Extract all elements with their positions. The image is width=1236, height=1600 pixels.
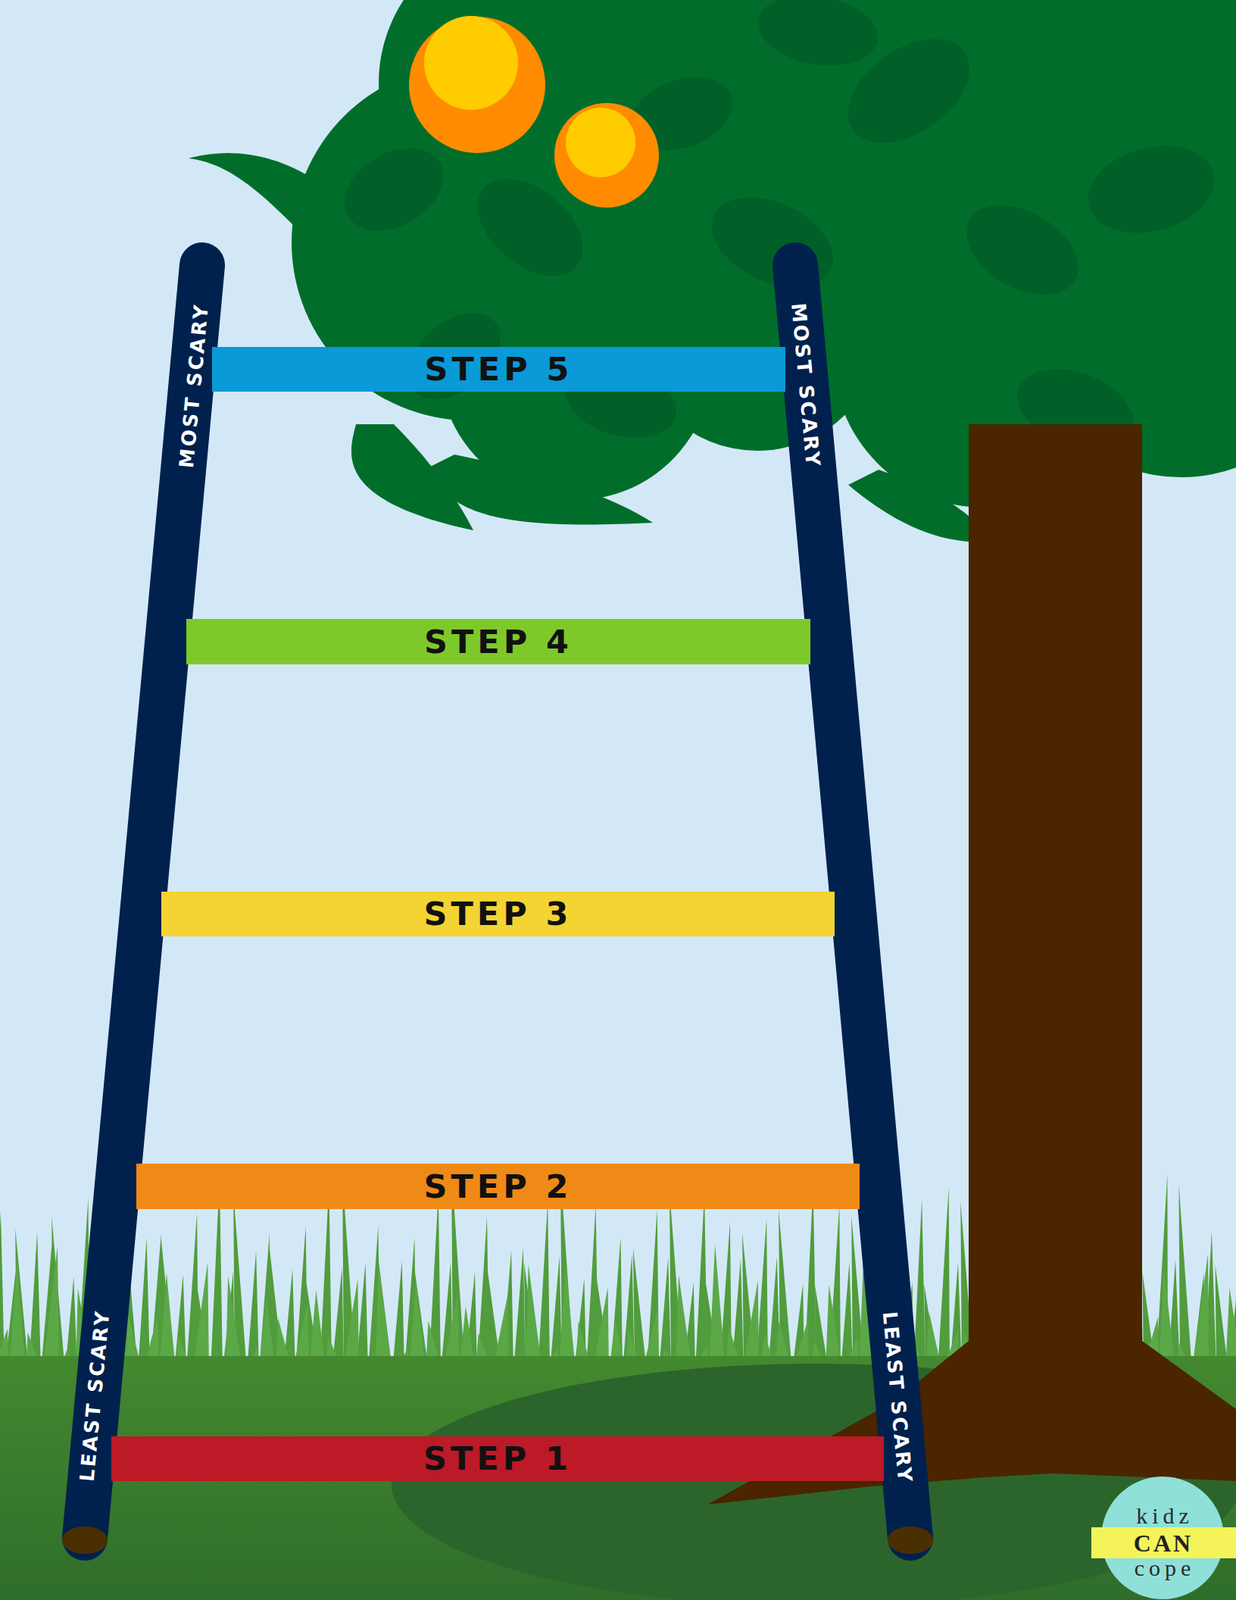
tree-leaves	[329, 0, 1224, 464]
tree-trunk	[968, 424, 1143, 1371]
step-band: STEP 5	[212, 346, 786, 392]
step-band: STEP 2	[136, 1163, 860, 1209]
rail-end	[62, 1526, 108, 1554]
orange	[565, 107, 636, 178]
step-band: STEP 1	[111, 1435, 884, 1481]
step-label: STEP 4	[424, 625, 573, 659]
step-band: STEP 4	[186, 618, 811, 665]
step-label: STEP 1	[423, 1442, 572, 1475]
logo-text: kidz	[1136, 1504, 1194, 1527]
orange	[408, 16, 546, 153]
step-label: STEP 2	[423, 1170, 572, 1203]
rail-end	[887, 1526, 934, 1554]
step-label: STEP 5	[424, 352, 573, 386]
step-label: STEP 3	[423, 897, 572, 931]
orange	[554, 103, 659, 208]
logo-band	[1091, 1526, 1236, 1558]
logo-text: cope	[1134, 1556, 1196, 1580]
logo-text: CAN	[1133, 1530, 1193, 1555]
step-band: STEP 3	[161, 891, 835, 937]
orange	[424, 15, 519, 110]
